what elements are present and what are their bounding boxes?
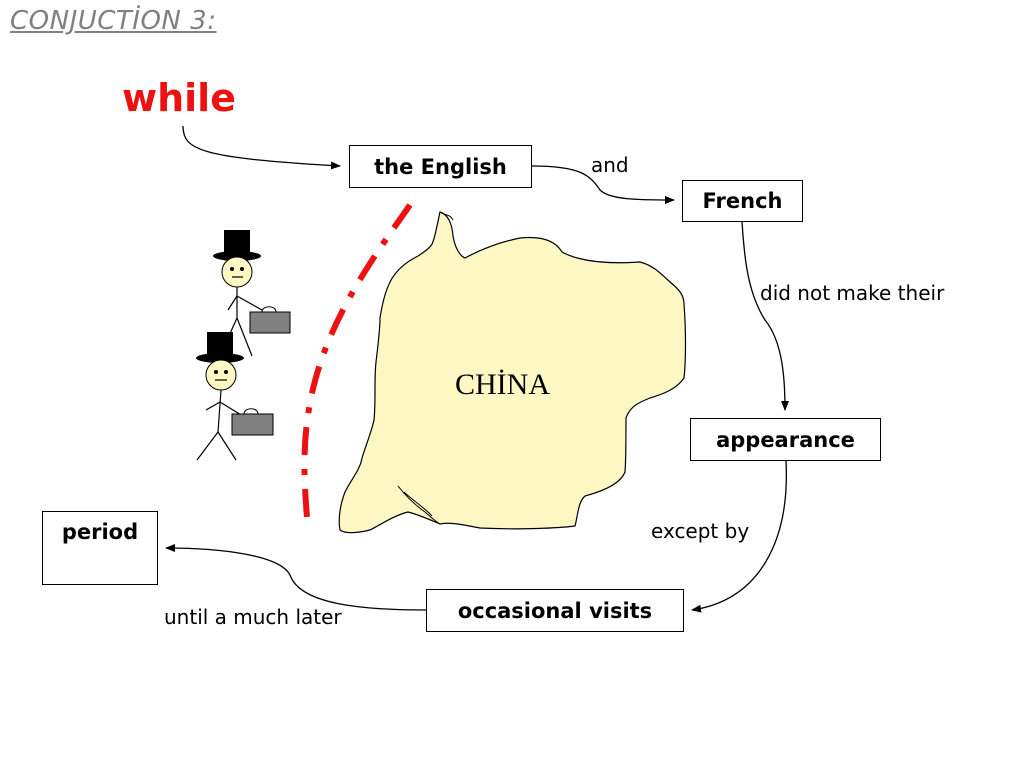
china-coast-detail-north: [439, 211, 454, 221]
arrow-visits-to-period: [165, 544, 427, 611]
box-appearance: appearance: [690, 418, 881, 461]
box-french: French: [682, 180, 803, 222]
connector-label-until-a-much-later: until a much later: [164, 605, 342, 629]
map-label-china: CHİNA: [455, 368, 550, 401]
connector-label-except-by: except by: [651, 519, 750, 543]
china-map-shape: [338, 211, 687, 534]
connector-label-did-not-make-their: did not make their: [760, 281, 945, 305]
arrow-appearance-to-visits: [691, 460, 787, 613]
slide-title: CONJUCTİON 3:: [10, 6, 217, 36]
stick-figure-top: [213, 230, 291, 357]
connector-label-and: and: [591, 153, 629, 177]
arrow-french-to-appearance: [741, 221, 789, 411]
arrow-while-to-english: [182, 125, 341, 170]
stick-figure-bottom: [196, 332, 274, 461]
barrier-line: [301, 203, 413, 519]
keyword-while: while: [122, 76, 236, 120]
box-occasional-visits: occasional visits: [426, 589, 684, 632]
box-the-english: the English: [349, 145, 532, 188]
box-period: period: [42, 511, 158, 585]
arrow-english-to-french: [531, 165, 675, 204]
china-coast-detail-south: [397, 485, 441, 525]
